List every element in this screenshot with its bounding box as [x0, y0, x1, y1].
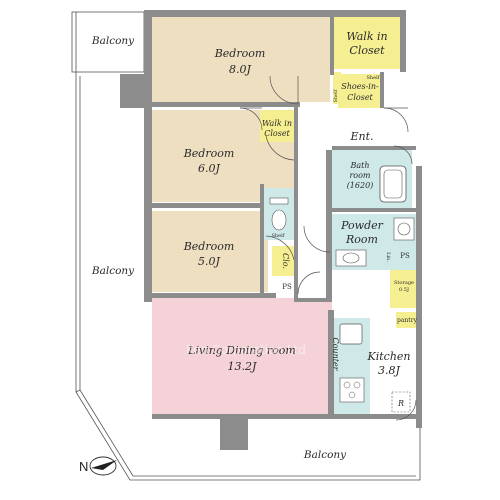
- balcony-bottom-label: Balcony: [303, 449, 347, 461]
- walk-in-closet-2-line2: Closet: [264, 129, 290, 138]
- walk-in-closet-2-line1: Walk in: [262, 119, 292, 128]
- storage-line1: Storage: [394, 280, 414, 286]
- room-fills: [152, 17, 418, 416]
- bedroom-3-area: [152, 211, 268, 292]
- balcony-outline: [71, 11, 421, 481]
- shelf-area: [333, 72, 341, 104]
- clo-label: Clo.: [281, 253, 290, 269]
- shoes-closet-line2: Closet: [347, 93, 373, 102]
- walk-in-closet-2-area: [260, 110, 294, 142]
- bedroom-1-area: [152, 17, 330, 102]
- walls: [120, 10, 422, 450]
- bath-line2: room: [349, 171, 370, 180]
- shoes-closet-line1: Shoes-in-: [341, 82, 379, 91]
- lin-label: Lin.: [385, 252, 391, 262]
- powder-line2: Room: [345, 233, 378, 246]
- shelf-label-a: Shelf: [366, 75, 380, 81]
- bath-line1: Bath: [349, 161, 369, 170]
- pantry-label: pantry: [397, 317, 418, 324]
- balcony-left-label: Balcony: [91, 265, 135, 277]
- kitchen-size: 3.8J: [378, 364, 400, 377]
- storage-area: [390, 264, 418, 308]
- washbasin-icon: [335, 249, 367, 267]
- powder-line1: Powder: [340, 219, 384, 232]
- sink-icon: [339, 323, 363, 345]
- storage-line2: 0.5J: [399, 287, 409, 293]
- bedroom-3-size: 5.0J: [198, 255, 220, 268]
- bath-line3: (1620): [347, 181, 374, 190]
- kitchen-name: Kitchen: [367, 350, 411, 363]
- bedroom-2-size: 6.0J: [198, 162, 220, 175]
- fridge-label: R: [397, 399, 404, 408]
- clo-area: [272, 246, 294, 276]
- living-size: 13.2J: [228, 360, 257, 373]
- counter-label: Counter: [331, 337, 340, 371]
- entrance-label: Ent.: [349, 130, 373, 143]
- shelf-label-c: Shelf: [271, 233, 285, 239]
- shoes-closet-area: [338, 74, 380, 108]
- washing-machine-icon: [393, 217, 415, 241]
- shelf-label-b: Shelf: [333, 88, 339, 102]
- compass-north-label: N: [79, 459, 88, 474]
- walk-in-closet-1-line2: Closet: [349, 44, 385, 57]
- bedroom-1-size: 8.0J: [229, 63, 251, 76]
- living-name: Living Dining room: [187, 344, 296, 357]
- walk-in-closet-1-area: [334, 17, 400, 69]
- bedroom-2-name: Bedroom: [183, 147, 235, 160]
- stove-icon: [339, 377, 365, 403]
- bathtub-icon: [379, 165, 407, 203]
- ps-label-b: PS: [400, 252, 410, 260]
- ps-label-a: PS: [282, 283, 292, 291]
- labels: Balcony Balcony Balcony Bedroom 8.0J Bed…: [91, 30, 418, 461]
- walk-in-closet-1-line1: Walk in: [346, 30, 387, 43]
- bedroom-1-name: Bedroom: [214, 47, 266, 60]
- pantry-area: [396, 312, 418, 328]
- bedroom-3-name: Bedroom: [183, 240, 235, 253]
- refrigerator-icon: [391, 391, 411, 413]
- watermark: Ken Corporation Ltd: [186, 343, 306, 357]
- balcony-top-label: Balcony: [91, 35, 135, 47]
- doors: [239, 75, 417, 421]
- living-area: [152, 298, 332, 416]
- toilet-icon: [269, 197, 289, 231]
- compass-icon: N: [79, 456, 117, 476]
